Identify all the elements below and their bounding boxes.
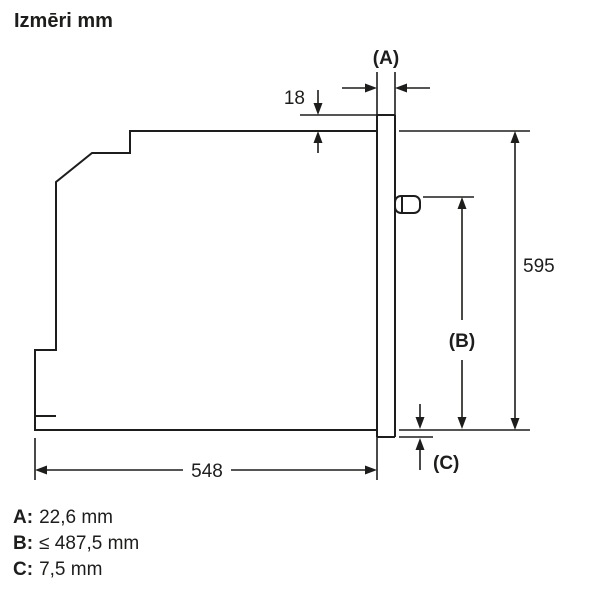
dim-18-label: 18: [284, 88, 305, 109]
legend-value-b: ≤ 487,5 mm: [39, 533, 140, 554]
dim-c-arrow-up: [415, 438, 425, 450]
dim-18-arrow-down: [313, 103, 323, 115]
arrowheads-group: [35, 83, 520, 475]
dim-595-arrow-down: [510, 418, 520, 430]
page-title: Izmēri mm: [14, 10, 113, 32]
legend-key-a: A:: [13, 507, 34, 528]
oven-body-outline: [34, 130, 378, 431]
dimension-lines-group: [34, 72, 530, 480]
dim-a-arrow-left: [365, 83, 377, 93]
dim-595-arrow-up: [510, 131, 520, 143]
legend-row-c: C:7,5 mm: [13, 557, 139, 583]
dim-b-arrow-down: [457, 417, 467, 429]
dim-548-arrow-left: [35, 465, 47, 475]
dim-595-label: 595: [523, 256, 555, 277]
dim-18-arrow-up: [313, 131, 323, 143]
legend-row-b: B:≤ 487,5 mm: [13, 531, 139, 557]
dim-c-label: (C): [433, 453, 459, 474]
dim-c-arrow-down: [415, 417, 425, 429]
dim-b-arrow-up: [457, 197, 467, 209]
legend-row-a: A:22,6 mm: [13, 505, 139, 531]
oven-outline-group: [34, 114, 421, 438]
dim-a-arrow-right: [395, 83, 407, 93]
dim-548-arrow-right: [365, 465, 377, 475]
legend-key-b: B:: [13, 533, 34, 554]
door-handle: [394, 195, 421, 214]
dim-548-label: 548: [191, 461, 223, 482]
legend-key-c: C:: [13, 559, 34, 580]
legend-value-a: 22,6 mm: [39, 507, 113, 528]
legend-value-c: 7,5 mm: [39, 559, 103, 580]
dim-a-label: (A): [373, 48, 399, 69]
dim-b-label: (B): [449, 331, 475, 352]
legend: A:22,6 mm B:≤ 487,5 mm C:7,5 mm: [13, 505, 139, 583]
